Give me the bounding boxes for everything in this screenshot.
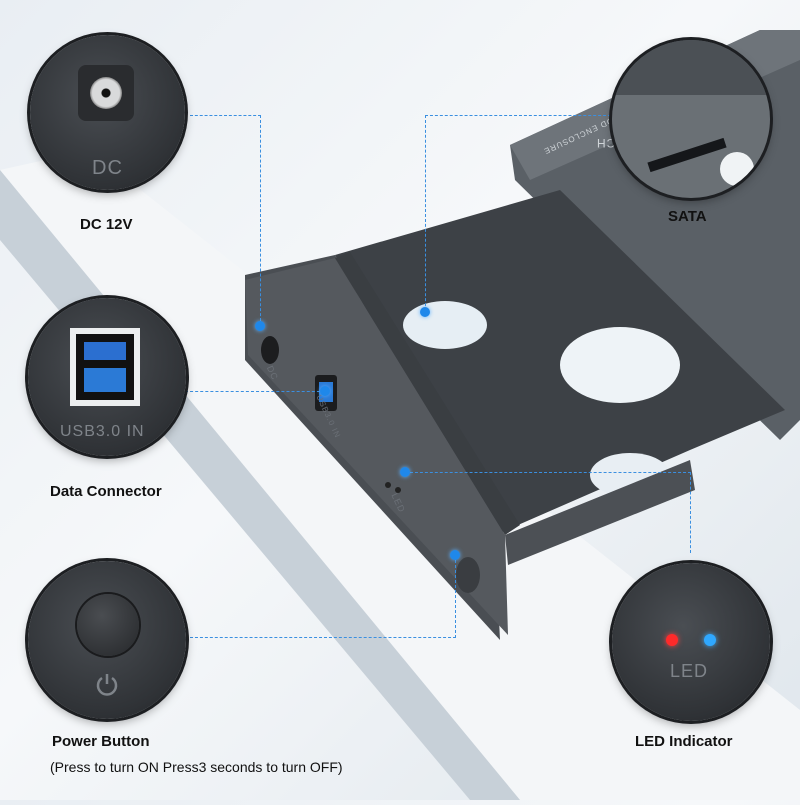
led-marker bbox=[400, 467, 410, 477]
usb-engraving: USB3.0 IN bbox=[60, 423, 145, 440]
sata-label: SATA bbox=[668, 208, 707, 225]
power-button[interactable] bbox=[77, 594, 139, 656]
power-icon bbox=[94, 671, 120, 702]
dc-marker bbox=[255, 321, 265, 331]
led-zoom-circle: LED bbox=[612, 563, 770, 721]
red-led-icon bbox=[666, 634, 678, 646]
power-connector-line bbox=[190, 555, 456, 638]
power-zoom-circle bbox=[28, 561, 186, 719]
usb-label: Data Connector bbox=[50, 483, 162, 500]
sata-connector-icon bbox=[647, 137, 727, 173]
dc-connector-line bbox=[190, 115, 261, 326]
usb-marker bbox=[320, 386, 330, 396]
dc-label: DC 12V bbox=[80, 216, 133, 233]
sata-connector-line bbox=[425, 115, 611, 316]
blue-led-icon bbox=[704, 634, 716, 646]
usb-connector-line bbox=[185, 391, 325, 392]
sata-marker bbox=[420, 307, 430, 317]
usb-zoom-circle: USB3.0 IN bbox=[28, 298, 186, 456]
sata-zoom-circle bbox=[612, 40, 770, 198]
led-engraving: LED bbox=[670, 661, 709, 681]
usb-port-icon bbox=[70, 328, 140, 406]
dc-zoom-circle: DC bbox=[30, 35, 185, 190]
power-note: (Press to turn ON Press3 seconds to turn… bbox=[50, 759, 343, 775]
dc-jack-icon bbox=[78, 65, 134, 121]
led-label: LED Indicator bbox=[635, 733, 733, 750]
led-connector-line bbox=[405, 472, 691, 553]
dc-engraving: DC bbox=[92, 157, 123, 179]
power-marker bbox=[450, 550, 460, 560]
hdd-enclosure-illustration bbox=[240, 20, 800, 640]
power-label: Power Button bbox=[52, 733, 150, 750]
